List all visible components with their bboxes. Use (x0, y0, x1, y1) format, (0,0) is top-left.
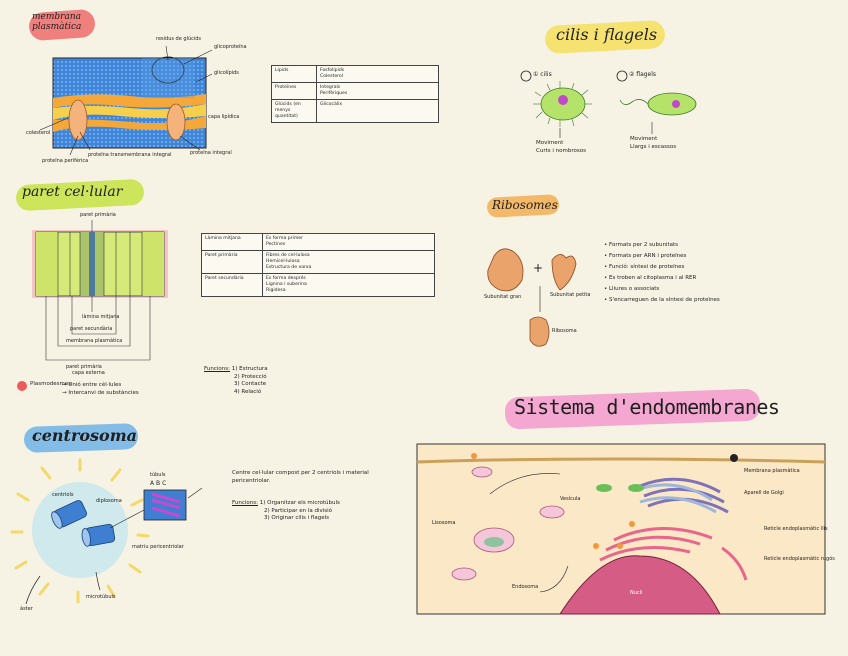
label-periferica: proteïna perifèrica (42, 158, 89, 164)
cilis-title: cilis i flagels (556, 25, 658, 44)
cilia-flagella-diagram (520, 70, 697, 138)
paret-title: paret cel·lular (22, 184, 123, 200)
label-cilis: ① cilis (533, 71, 552, 78)
label-aster: àster (20, 606, 33, 612)
label-nucli: Nucli (630, 590, 643, 596)
label-microtubuls: microtúbuls (86, 594, 116, 600)
centrosoma-title: centrosoma (32, 426, 138, 445)
label-paret-primaria: paret primària (80, 212, 116, 218)
label-glicoproteina: glicoproteïna (214, 44, 247, 50)
ribosomes-notes: • Formats per 2 subunitats • Formats per… (604, 242, 720, 303)
label-centriols: centriols (52, 492, 74, 498)
centrosoma-functions: Funcions: 1) Organitzar els microtúbuls … (232, 500, 340, 521)
paret-functions: Funcions: 1) Estructura 2) Protecció 3) … (204, 366, 268, 395)
label-integral: proteïna integral (190, 150, 232, 156)
label-matriu: matriu pericentriolar (132, 544, 184, 550)
label-rer: Reticle endoplasmàtic rugós (764, 556, 835, 562)
endomembrane-diagram (416, 443, 826, 615)
label-diplosoma: diplosoma (96, 498, 122, 504)
label-membrana: Membrana plasmàtica (744, 468, 800, 474)
sistema-title: Sistema d'endomembranes (514, 395, 780, 419)
membrana-title: membrana plasmàtica (32, 12, 82, 32)
centrosome-diagram (10, 458, 203, 605)
label-transmembrana: proteïna transmembrana integral (88, 152, 172, 158)
tubule-letters: A B C (150, 480, 167, 487)
label-paret-primaria-2: paret primària (66, 364, 102, 370)
label-colesterol: colesterol (26, 130, 51, 136)
table-row: Glúcids (en menys quantitat) Glicocàlix (271, 99, 439, 123)
cell-wall-diagram (17, 220, 168, 391)
svg-text:+: + (533, 261, 543, 275)
label-residus: residus de glúcids (156, 36, 202, 42)
label-ribosoma: Ribosoma (552, 328, 577, 334)
label-vesicula: Vesícula (560, 496, 581, 502)
label-tubuls: túbuls (150, 472, 166, 478)
label-flagels: ② flagels (629, 71, 657, 78)
label-glicolipids: glicolípids (214, 70, 239, 76)
centrosoma-note: Centre cel·lular compost per 2 centriols… (232, 470, 369, 484)
integral-protein-shape (68, 99, 88, 141)
nucleus-shape (559, 555, 721, 615)
plasmodesmes-note: Plasmodesmes (30, 381, 72, 387)
label-rel: Reticle endoplasmàtic llis (764, 526, 828, 532)
label-membrana-plasmatica: membrana plasmàtica (66, 338, 123, 344)
label-golgi: Aparell de Golgi (744, 490, 784, 496)
flagels-notes: Moviment Llargs i escassos (630, 136, 677, 150)
ribosomes-title: Ribosomes (492, 198, 558, 212)
label-subunitat-gran: Subunitat gran (484, 294, 522, 300)
label-capa-lipidica: capa lipídica (208, 114, 240, 120)
plasmodesmes-items: → Unió entre cèl·lules → Intercanvi de s… (62, 382, 139, 396)
label-paret-secundaria: paret secundària (70, 326, 113, 332)
membrane-diagram (39, 45, 213, 156)
label-subunitat-petita: Subunitat petita (550, 292, 591, 298)
ribosome-diagram: + (487, 248, 577, 347)
label-lisosoma: Lisosoma (432, 520, 456, 526)
label-capa-externa: capa externa (72, 370, 105, 376)
cilis-notes: Moviment Curts i nombrosos (536, 140, 586, 154)
label-endosoma: Endosoma (512, 584, 539, 590)
label-lamina-mitjana: làmina mitjana (82, 314, 120, 320)
